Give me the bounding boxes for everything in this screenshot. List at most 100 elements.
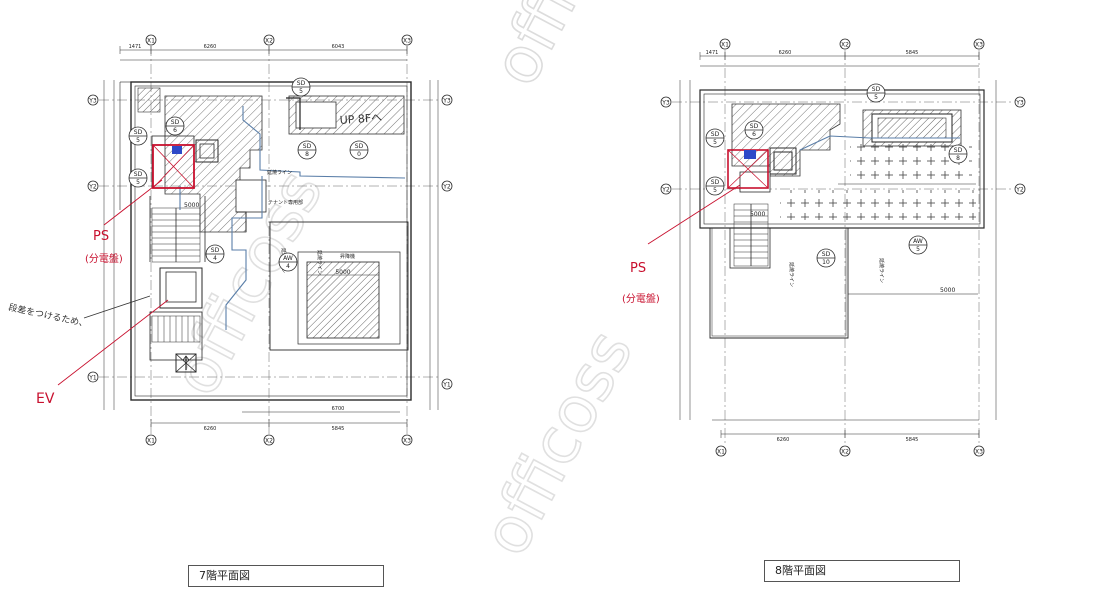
floor7-walls [119, 81, 412, 401]
floor7-door-tags: SD 5 SD 6 SD 5 SD 8 SD 0 [128, 77, 369, 272]
watermark-text-3: officoss [469, 319, 648, 567]
dim-text: 5845 [906, 50, 919, 56]
dim-5000-label-a: 5000 [184, 202, 199, 209]
tag-sd: SD 5 [128, 168, 148, 188]
grid-label: Y2 [88, 184, 97, 191]
handwritten-step-note: 段差をつけるため、 [7, 301, 89, 330]
tag-sd: SD 6 [744, 120, 764, 140]
floor7-red-leaders [57, 179, 169, 386]
tag-aw: AW 5 [908, 235, 928, 255]
grid-label: X1 [717, 449, 725, 456]
dim-text: 1471 [129, 44, 142, 50]
watermark-text-1: officoss [479, 0, 658, 98]
svg-text:SD: SD [211, 247, 220, 254]
grid-label: X3 [403, 438, 411, 445]
svg-text:SD: SD [822, 251, 831, 258]
svg-text:SD: SD [297, 80, 306, 87]
tag-sd: SD 10 [816, 248, 836, 268]
grid-label: Y2 [661, 187, 670, 194]
svg-text:6: 6 [752, 131, 756, 138]
svg-text:SD: SD [872, 86, 881, 93]
grid-label: X2 [841, 449, 849, 456]
ev-marker [172, 146, 182, 154]
floor8-grid-lines [672, 50, 1014, 445]
dim-5000-label-b: 5000 [940, 287, 955, 294]
enshou-label-8f: 延焼ライン [788, 262, 795, 287]
tag-sd: SD 6 [165, 116, 185, 136]
floor8-door-tags: SD 5 SD 5 SD 6 SD 5 SD 8 [705, 83, 968, 268]
svg-text:AW: AW [913, 238, 923, 245]
floor8-core-hatch [731, 103, 962, 193]
tag-aw: AW 4 [278, 252, 298, 272]
dim-5000-label-a: 5000 [750, 211, 765, 218]
svg-text:6: 6 [173, 127, 177, 134]
grid-label: X2 [265, 438, 273, 445]
grid-label: Y3 [88, 98, 97, 105]
floor7-hatched-area: 5000 [306, 261, 380, 339]
grid-label: Y3 [442, 98, 451, 105]
floor7-black-leader [83, 295, 151, 319]
svg-text:8: 8 [956, 155, 960, 162]
tag-sd: SD 5 [705, 128, 725, 148]
handwritten-ps-sub-8f: (分電盤) [622, 292, 660, 305]
grid-label: X1 [721, 42, 729, 49]
enshou-label-8f-2: 延焼ライン [878, 258, 885, 283]
floor7-ps-box: EV [152, 144, 195, 189]
dim-text: 6260 [204, 44, 217, 50]
floor7-dimensions-top: 1471 6260 6043 [119, 44, 408, 61]
svg-text:SD: SD [134, 129, 143, 136]
svg-text:SD: SD [750, 123, 759, 130]
floor8-enshou-lines [799, 135, 960, 151]
grid-label: Y2 [1015, 187, 1024, 194]
grid-label: Y1 [442, 382, 451, 389]
svg-text:SD: SD [134, 171, 143, 178]
dim-text: 6260 [779, 50, 792, 56]
floor7-grid-rows: Y3 Y2 Y1 Y3 Y2 Y1 [87, 94, 453, 390]
tag-sd: SD 8 [297, 140, 317, 160]
floor8-caption: 8階平面図 [764, 560, 960, 582]
grid-label: X1 [147, 38, 155, 45]
tenant-label: テナント専用部 [268, 199, 303, 206]
tag-sd: SD 5 [705, 176, 725, 196]
floor8-labels: 5000 5000 延焼ライン 延焼ライン [750, 211, 978, 295]
floor8-grid-top: X1 X2 X3 [719, 38, 985, 50]
svg-text:SD: SD [171, 119, 180, 126]
svg-text:4: 4 [286, 263, 290, 270]
floor8-handwritten: PS (分電盤) [622, 261, 660, 305]
grid-label: X3 [975, 449, 983, 456]
handwritten-ps-sub: (分電盤) [85, 252, 123, 265]
tag-sd: SD 5 [291, 77, 311, 97]
floor8-grid-bottom: X1 X2 X3 [715, 445, 985, 457]
dim-text: 1471 [706, 50, 719, 56]
enshou-label-3: 延焼ライン [316, 250, 323, 275]
grid-label: Y1 [88, 375, 97, 382]
svg-text:AW: AW [283, 255, 293, 262]
tag-sd: SD 0 [349, 140, 369, 160]
svg-text:SD: SD [711, 179, 720, 186]
tag-sd: SD 4 [205, 244, 225, 264]
ev-box-label: EV [172, 148, 179, 154]
dim-text: 5845 [332, 426, 345, 432]
dim-text: 6043 [332, 44, 345, 50]
floor8-walls [699, 89, 985, 339]
floor8-ps-box [727, 149, 769, 189]
svg-text:4: 4 [213, 255, 217, 262]
grid-label: Y3 [661, 100, 670, 107]
floor7-dimensions-bottom: 6260 5845 6700 [103, 80, 408, 432]
svg-text:5: 5 [136, 179, 140, 186]
grid-label: Y3 [1015, 100, 1024, 107]
floor7-grid-bottom: X1 X2 X3 [145, 434, 413, 446]
svg-text:8: 8 [305, 151, 309, 158]
svg-text:5: 5 [299, 88, 303, 95]
svg-text:5: 5 [713, 187, 717, 194]
dim-text: 6260 [204, 426, 217, 432]
floor8-roof-grid [780, 144, 976, 220]
floor8-red-leader [647, 184, 741, 245]
floor7-stairs [151, 207, 201, 343]
dim-5000-label: 5000 [335, 269, 350, 276]
svg-text:SD: SD [954, 147, 963, 154]
handwritten-ps: PS [93, 229, 109, 244]
grid-label: X3 [975, 42, 983, 49]
shoukouki-label: 昇降機 [340, 253, 355, 260]
